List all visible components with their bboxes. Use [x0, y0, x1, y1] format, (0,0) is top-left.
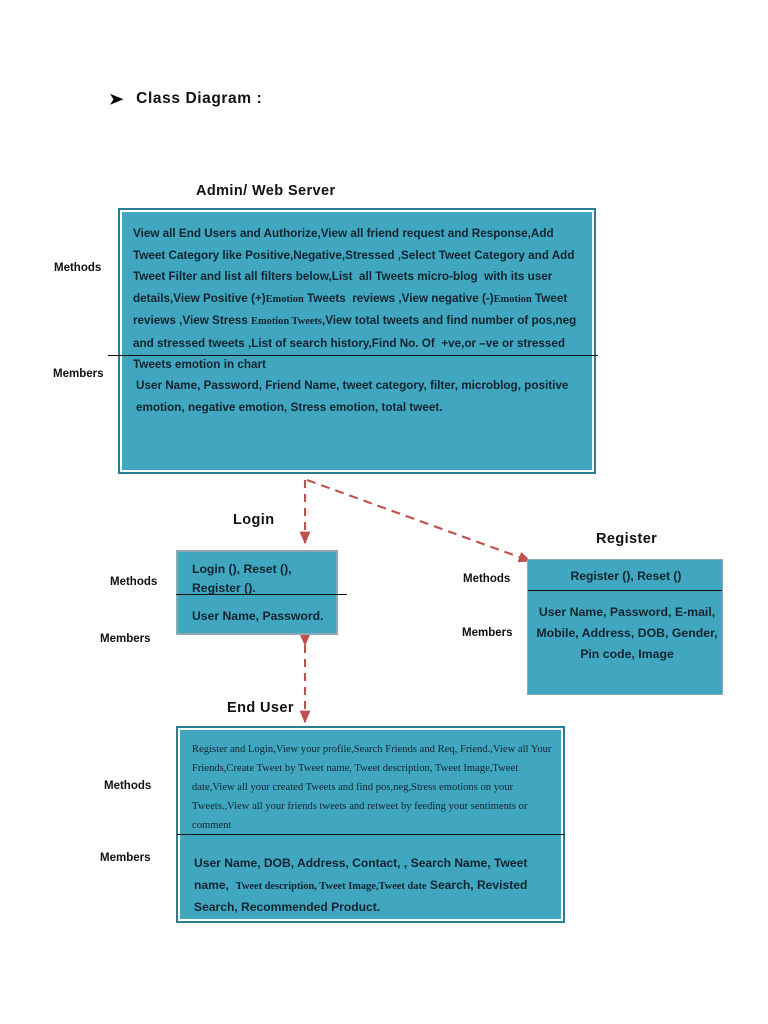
label-register-members: Members — [462, 627, 513, 639]
label-enduser-methods: Methods — [104, 780, 152, 792]
class-title-register: Register — [596, 531, 658, 547]
label-admin-methods: Methods — [54, 262, 102, 274]
class-title-login: Login — [233, 512, 275, 528]
class-box-login[interactable]: Login (), Reset (), Register (). User Na… — [176, 550, 338, 635]
enduser-methods-text: Register and Login,View your profile,Sea… — [192, 744, 552, 831]
page-title-text: Class Diagram : — [136, 90, 263, 107]
connector-admin-to-register — [306, 479, 532, 563]
label-register-methods: Methods — [463, 573, 511, 585]
register-members-text: User Name, Password, E-mail, Mobile, Add… — [536, 605, 718, 661]
label-login-members: Members — [100, 633, 151, 645]
register-methods-text: Register (), Reset () — [570, 569, 682, 583]
admin-compartment-divider — [108, 355, 598, 356]
class-box-enduser[interactable]: Register and Login,View your profile,Sea… — [176, 726, 565, 923]
login-compartment-divider — [176, 594, 347, 595]
class-box-admin[interactable]: View all End Users and Authorize,View al… — [118, 208, 596, 474]
class-box-register-inner: Register (), Reset () User Name, Passwor… — [530, 562, 720, 692]
admin-members-text: User Name, Password, Friend Name, tweet … — [136, 379, 569, 414]
class-title-admin: Admin/ Web Server — [196, 183, 336, 199]
page-title: ➤ Class Diagram : — [109, 90, 263, 108]
label-admin-members: Members — [53, 368, 104, 380]
class-title-enduser: End User — [227, 700, 294, 716]
login-methods-text: Login (), Reset (), Register (). — [192, 562, 292, 595]
label-enduser-members: Members — [100, 852, 151, 864]
admin-methods-text: View all End Users and Authorize,View al… — [133, 227, 577, 371]
class-box-login-inner: Login (), Reset (), Register (). User Na… — [181, 555, 333, 630]
register-compartment-divider — [528, 590, 722, 591]
label-login-methods: Methods — [110, 576, 158, 588]
enduser-compartment-divider — [177, 834, 565, 835]
enduser-members-text: User Name, DOB, Address, Contact, , Sear… — [194, 856, 528, 914]
login-members-text: User Name, Password. — [192, 609, 324, 623]
class-box-enduser-inner: Register and Login,View your profile,Sea… — [180, 730, 561, 919]
class-box-admin-inner: View all End Users and Authorize,View al… — [122, 212, 592, 470]
bullet-arrow-icon: ➤ — [109, 90, 125, 108]
class-box-register[interactable]: Register (), Reset () User Name, Passwor… — [527, 559, 723, 695]
